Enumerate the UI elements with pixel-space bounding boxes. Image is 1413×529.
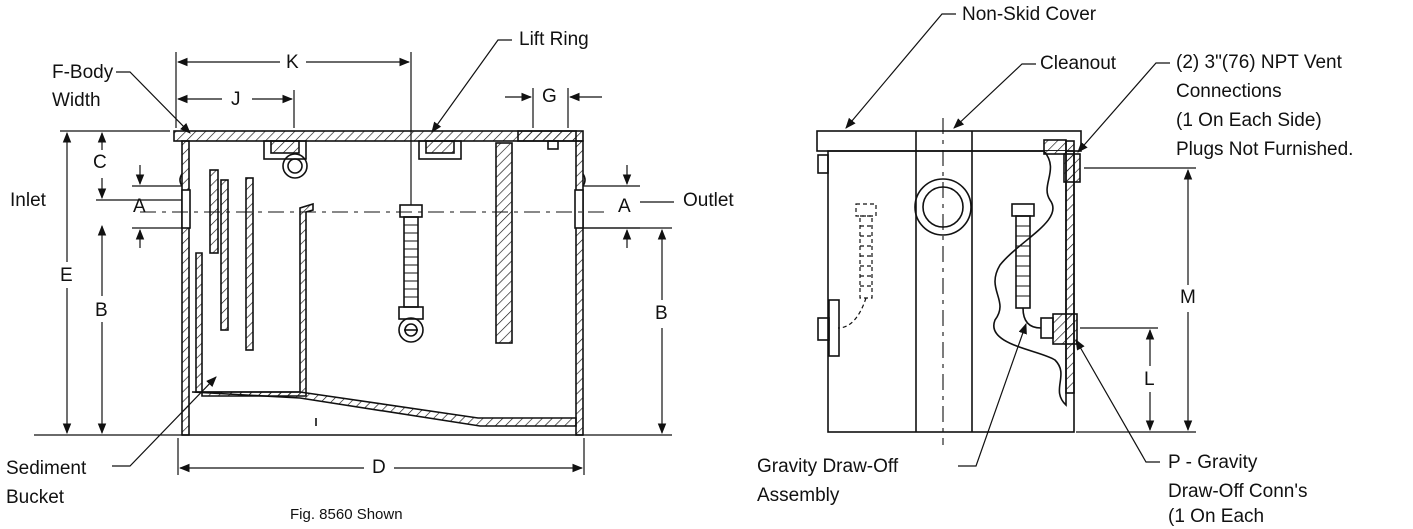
bucket-label: Bucket [6, 487, 65, 508]
p-connection-label-line2: Draw-Off Conn's [1168, 481, 1308, 502]
gravity-drawoff-label-line2: Assembly [757, 485, 840, 506]
vent-label-line3: (1 On Each Side) [1176, 110, 1322, 131]
gravity-drawoff-label-line1: Gravity Draw-Off [757, 456, 899, 477]
figure-caption: Fig. 8560 Shown [290, 506, 403, 523]
dim-g-label: G [542, 86, 557, 107]
lift-ring-label: Lift Ring [519, 29, 589, 50]
sediment-label: Sediment [6, 458, 87, 479]
p-connection-label-line1: P - Gravity [1168, 452, 1258, 473]
cover-section [173, 130, 584, 142]
right-wall [575, 140, 584, 436]
side-cover [816, 130, 1082, 152]
sediment-bucket [195, 202, 314, 397]
dim-l-label: L [1144, 369, 1155, 390]
f-body-label: F-Body [52, 62, 114, 83]
dim-a-left-label: A [133, 196, 146, 217]
width-label: Width [52, 90, 101, 111]
dim-k-label: K [286, 52, 299, 73]
vent-label-line1: (2) 3"(76) NPT Vent [1176, 52, 1342, 73]
vent-label-line2: Connections [1176, 81, 1282, 102]
outlet-label: Outlet [683, 190, 734, 211]
dim-d-label: D [372, 457, 386, 478]
dim-b-left-label: B [95, 300, 108, 321]
p-connection-label-line3: (1 On Each [1168, 506, 1265, 527]
side-view [816, 118, 1082, 445]
cleanout-label: Cleanout [1040, 53, 1117, 74]
dimension-lines [34, 39, 674, 475]
dim-c-label: C [93, 152, 107, 173]
left-wall [181, 140, 190, 436]
dim-e-label: E [60, 265, 73, 286]
vent-label-line4: Plugs Not Furnished. [1176, 139, 1354, 160]
dim-b-right-label: B [655, 303, 668, 324]
section-view [140, 70, 610, 436]
inlet-label: Inlet [10, 190, 46, 211]
sloped-bottom [191, 391, 577, 427]
dim-m-label: M [1180, 287, 1196, 308]
dim-a-right-label: A [618, 196, 631, 217]
side-dimension-lines [845, 13, 1196, 467]
dim-j-label: J [231, 89, 241, 110]
non-skid-cover-label: Non-Skid Cover [962, 4, 1097, 25]
